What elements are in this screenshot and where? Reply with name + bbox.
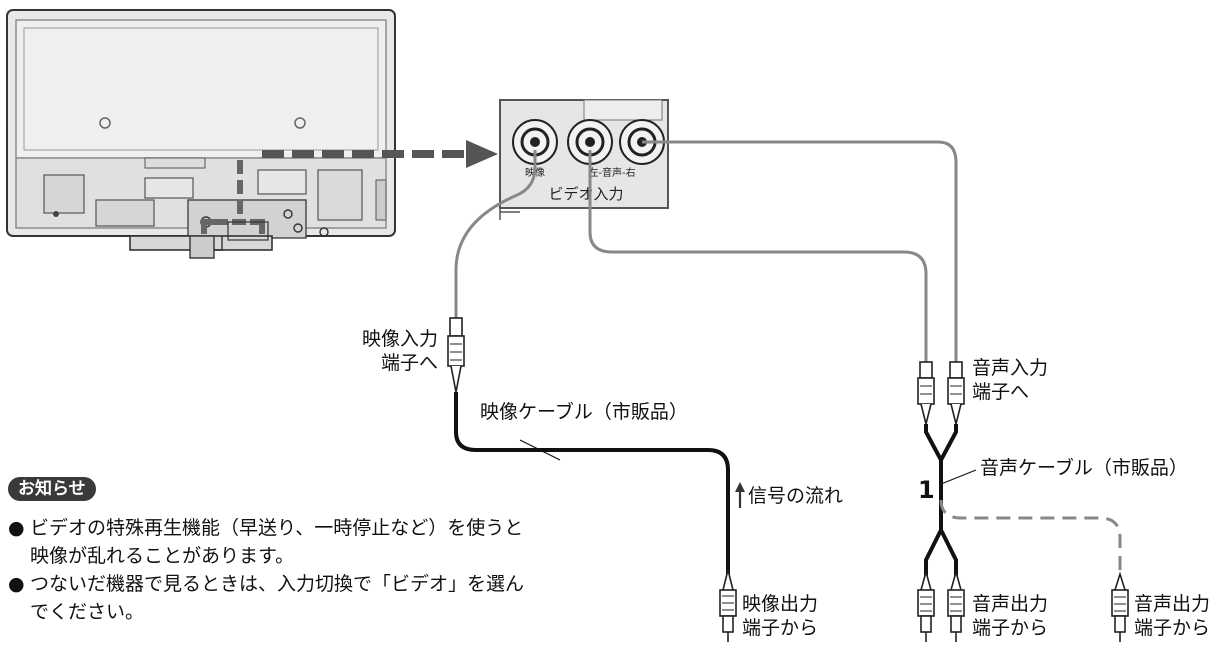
video-input-label-line1: 映像入力 <box>361 328 438 350</box>
video-cable-label: 映像ケーブル（市販品） <box>480 401 688 423</box>
video-output-label-line1: 映像出力 <box>742 593 819 615</box>
video-cable <box>454 392 730 590</box>
video-output-plug <box>719 569 737 642</box>
audio-cable-label: 音声ケーブル（市販品） <box>980 457 1188 479</box>
notice-list: ● ビデオの特殊再生機能（早送り、一時停止など）を使うと映像が乱れることがありま… <box>8 514 528 626</box>
notice-item: ● つないだ機器で見るときは、入力切換で「ビデオ」を選んでください。 <box>8 570 528 626</box>
audio-cable-marker: 1 <box>918 476 935 504</box>
panel-label-audio: 左-音声-右 <box>588 166 635 179</box>
audio-output-alt-label-line1: 音声出力 <box>1134 593 1211 615</box>
audio-output-label-line1: 音声出力 <box>972 593 1049 615</box>
notice-item-text: つないだ機器で見るときは、入力切換で「ビデオ」を選んでください。 <box>30 573 525 623</box>
audio-cable-right-panel-side <box>642 140 958 362</box>
notice-item: ● ビデオの特殊再生機能（早送り、一時停止など）を使うと映像が乱れることがありま… <box>8 514 528 570</box>
audio-output-alt-label-line2: 端子から <box>1134 617 1211 639</box>
audio-output-plug-alternative <box>1111 571 1129 642</box>
video-output-label-line2: 端子から <box>742 617 819 639</box>
video-input-panel: 映像 左-音声-右 ビデオ入力 <box>499 99 669 220</box>
signal-flow-label: 信号の流れ <box>748 485 844 507</box>
audio-input-label-line2: 端子へ <box>972 381 1030 403</box>
audio-output-plugs <box>917 569 965 642</box>
audio-input-plugs <box>917 361 965 425</box>
notice-section: お知らせ <box>8 477 96 501</box>
panel-label-input: ビデオ入力 <box>548 185 623 203</box>
audio-input-label-line1: 音声入力 <box>972 357 1049 379</box>
audio-output-label: 音声出力 端子から <box>972 592 1048 640</box>
bullet-dot: ● <box>8 517 25 539</box>
notice-badge: お知らせ <box>8 477 96 501</box>
audio-cable-alternative-dashed <box>939 499 1122 580</box>
tv-back-illustration <box>6 9 396 259</box>
audio-cable-left-panel-side <box>588 150 928 362</box>
video-output-label: 映像出力 端子から <box>742 592 818 640</box>
video-input-label: 映像入力 端子へ <box>318 327 438 375</box>
audio-output-alt-label: 音声出力 端子から <box>1134 592 1210 640</box>
audio-input-label: 音声入力 端子へ <box>972 356 1048 404</box>
audio-output-label-line2: 端子から <box>972 617 1049 639</box>
notice-item-text: ビデオの特殊再生機能（早送り、一時停止など）を使うと映像が乱れることがあります。 <box>30 517 524 567</box>
video-cable-panel-side <box>454 150 537 318</box>
bullet-dot: ● <box>8 573 25 595</box>
video-input-label-line2: 端子へ <box>380 352 438 374</box>
video-input-plug <box>447 317 465 393</box>
